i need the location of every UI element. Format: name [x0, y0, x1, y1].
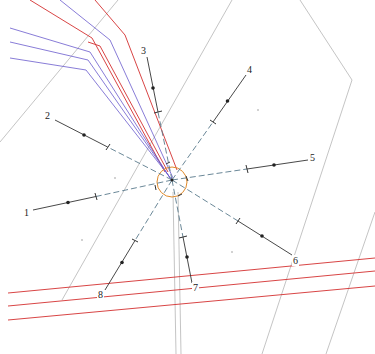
transect-number: 3 — [140, 45, 147, 56]
transect-number: 1 — [23, 207, 30, 218]
transect-number: 4 — [246, 64, 253, 75]
transect-number: 8 — [97, 289, 104, 300]
transect-solid — [33, 57, 308, 290]
transect-dashed — [96, 112, 247, 241]
transect-number: 7 — [192, 282, 199, 293]
transect-ticks — [95, 111, 248, 242]
transect-number: 2 — [44, 110, 51, 121]
survey-dots — [81, 109, 259, 253]
transect-number: 6 — [292, 255, 299, 266]
transect-number: 5 — [309, 152, 316, 163]
sample-points — [66, 86, 276, 264]
road-edges — [8, 0, 375, 320]
road-centerlines — [10, 0, 173, 180]
